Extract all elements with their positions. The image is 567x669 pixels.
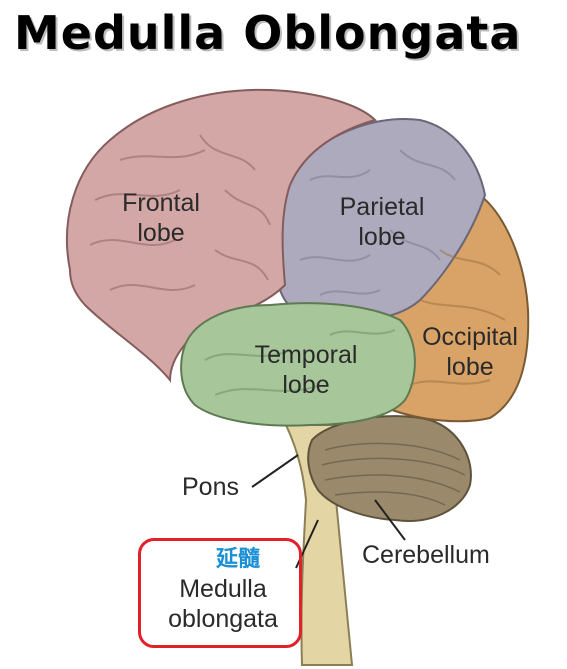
pons-label: Pons — [182, 473, 239, 501]
medulla-chinese-label: 延髓 — [216, 547, 261, 572]
temporal-lobe-label: Temporal lobe — [254, 341, 358, 399]
occipital-lobe-label: Occipital lobe — [422, 323, 518, 381]
pons-leader-line — [251, 454, 299, 488]
cerebellum-leader-line — [374, 499, 406, 541]
frontal-lobe-shape — [66, 88, 377, 383]
medulla-oblongata-label: Medulla oblongata — [168, 575, 278, 633]
medulla-highlight-box — [138, 538, 302, 648]
page-title: Medulla Oblongata — [14, 6, 522, 60]
parietal-lobe-label: Parietal lobe — [339, 193, 425, 251]
frontal-lobe-label: Frontal lobe — [122, 189, 200, 247]
temporal-lobe-shape — [180, 302, 416, 427]
cerebellum-shape — [307, 415, 472, 522]
cerebellum-label: Cerebellum — [362, 541, 490, 569]
